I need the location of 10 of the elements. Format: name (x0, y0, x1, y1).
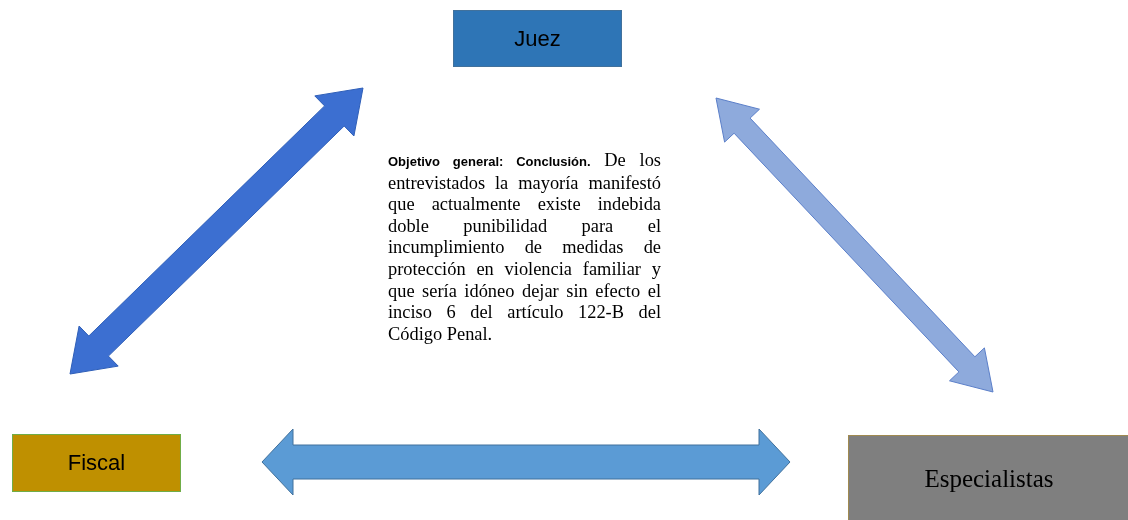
conclusion-paragraph: Objetivo general: Conclusión. De los entrevistados la mayoría manifestó que actualmente existe indebida doble punibilidad para el incumplimiento de medidas de protección en violencia familiar y que sería idóneo dejar sin efecto el inciso 6 del artículo 122-B del Código Penal. (388, 150, 661, 346)
role-label: Especialistas (924, 465, 1054, 493)
role-label: Juez (514, 25, 561, 52)
double-block-arrow (261, 428, 791, 496)
role-box (848, 435, 1128, 520)
role-box (12, 434, 181, 492)
double-block-arrow (715, 97, 994, 393)
double-block-arrow (69, 87, 364, 375)
role-box (453, 10, 622, 67)
role-label: Fiscal (67, 450, 126, 476)
